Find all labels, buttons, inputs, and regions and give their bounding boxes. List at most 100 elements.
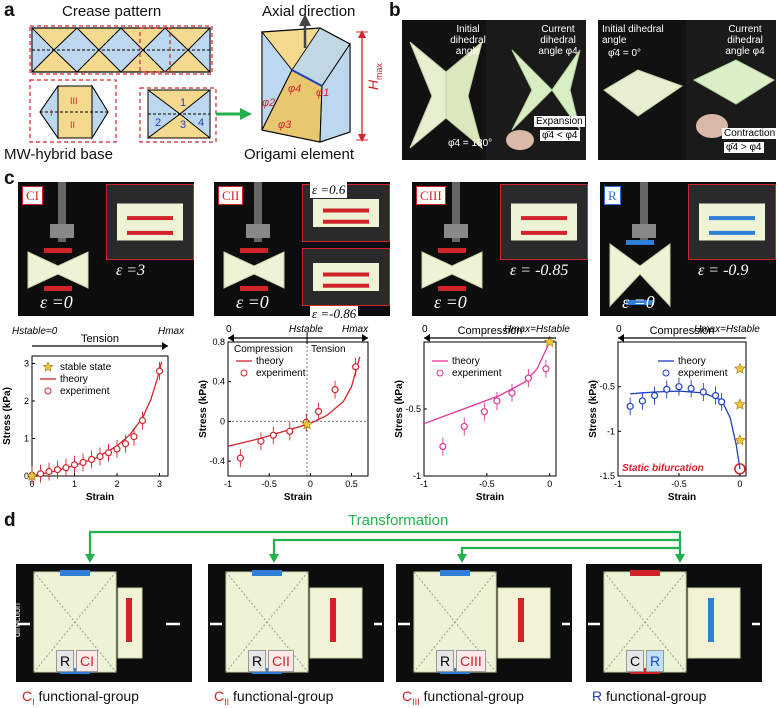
badge-4-1: C <box>626 650 645 672</box>
inset-photo-3-1 <box>500 184 588 260</box>
functional-group-label-4: R functional-group <box>592 688 707 704</box>
legend-marker-1 <box>44 387 52 395</box>
tag-c-4: R <box>604 186 621 205</box>
svg-text:I: I <box>50 108 53 118</box>
xlabel-1: Strain <box>86 492 114 503</box>
legend-marker-3 <box>436 369 444 377</box>
xtick-label-4-1: -0.5 <box>671 479 687 489</box>
theory-line-3 <box>423 341 551 425</box>
photo-d-2 <box>208 564 384 682</box>
data-point-1-7 <box>87 455 96 464</box>
data-point-1-5 <box>70 461 79 469</box>
ylabel-3: Stress (kPa) <box>394 380 405 438</box>
data-point-3-5 <box>524 374 532 382</box>
ytick-label-2-0: -0.4 <box>209 456 225 466</box>
chart-frame-4 <box>617 341 747 477</box>
chart-frame-2 <box>227 341 369 477</box>
data-point-3-2 <box>480 408 488 416</box>
panel-letter-d: d <box>4 510 16 531</box>
tension-arrowhead-2 <box>362 334 368 342</box>
data-point-1-8 <box>96 452 104 461</box>
data-point-2-0 <box>236 454 244 462</box>
epsilon-zero-3: ε =0 <box>434 292 467 312</box>
ytick-label-2-1: 0 <box>220 416 225 426</box>
epsilon-zero-2: ε =0 <box>236 292 269 312</box>
ytick-label-2-2: 0.4 <box>212 377 225 387</box>
ytick-label-4-0: -0.5 <box>599 382 615 392</box>
xtick-label-1-1: 1 <box>72 479 77 489</box>
data-point-4-0 <box>626 402 634 410</box>
mw-hybrid-base: III II I <box>29 79 117 143</box>
data-point-1-4 <box>62 464 70 472</box>
stable-star-3-0 <box>543 335 556 348</box>
fold-zoom: 1 2 3 4 <box>139 87 217 143</box>
ytick-label-1-0: 0 <box>24 471 29 481</box>
inset-epsilon-2-1: ε =0.6 <box>310 182 348 198</box>
legend-label-3-0: theory <box>452 356 480 367</box>
legend-star-1 <box>42 361 54 372</box>
data-point-2-7 <box>352 363 360 371</box>
data-point-1-1 <box>36 470 45 478</box>
crease-pattern-strip <box>29 25 213 75</box>
stable-star-2-0 <box>301 418 314 430</box>
hmax-eq-label-3: Hmax=Hstable <box>504 324 570 335</box>
data-point-1-2 <box>45 467 53 476</box>
crease-pattern-label: Crease pattern <box>62 3 162 20</box>
badge-3-2: CIII <box>456 650 486 672</box>
epsilon-zero-1: ε =0 <box>40 292 73 312</box>
data-point-3-3 <box>493 397 501 405</box>
compression-arrowhead-2 <box>228 334 234 342</box>
inset-epsilon-1-1: ε =3 <box>116 262 146 279</box>
data-point-3-6 <box>542 365 550 373</box>
legend-label-1-0: stable state <box>60 362 112 373</box>
legend-label-3-1: experiment <box>452 368 502 379</box>
zero-label-3: 0 <box>422 324 428 335</box>
ytick-label-3-0: -0.5 <box>405 404 421 414</box>
badge-4-2: R <box>646 650 665 672</box>
chart-frame-3 <box>423 341 557 477</box>
data-point-3-4 <box>508 389 516 397</box>
svg-text:φ1: φ1 <box>316 87 329 99</box>
svg-text:3: 3 <box>180 119 186 131</box>
theory-line-2 <box>227 356 361 447</box>
tension-arrowhead-1 <box>162 342 168 350</box>
compression-label-2: Compression <box>234 344 293 355</box>
functional-group-label-2: CII functional-group <box>214 688 334 707</box>
xtick-label-2-1: -0.5 <box>261 479 277 489</box>
compression-arrowhead-3 <box>424 334 430 342</box>
data-point-2-3 <box>286 427 294 435</box>
svg-text:φ4: φ4 <box>288 83 301 95</box>
legend-marker-4 <box>662 369 670 377</box>
svg-text:φ3: φ3 <box>278 119 292 131</box>
photo-d-4 <box>586 564 762 682</box>
chart-frame-1 <box>31 355 169 477</box>
panel-letter-b: b <box>389 0 401 21</box>
data-point-4-6 <box>699 388 707 396</box>
compression-arrowhead-4 <box>618 334 624 342</box>
data-point-2-1 <box>257 437 265 445</box>
data-point-4-8 <box>718 398 726 406</box>
svg-text:4: 4 <box>198 117 204 129</box>
photo-d-1 <box>16 564 192 682</box>
legend-label-1-2: experiment <box>60 386 110 397</box>
xtick-label-2-0: -1 <box>224 479 232 489</box>
xtick-label-3-2: 0 <box>547 479 552 489</box>
panel-a-diagram: III II I 1 2 3 4 φ2 φ3 φ4 φ1 H max <box>29 14 384 143</box>
functional-group-label-3: CIII functional-group <box>402 688 524 707</box>
data-point-4-1 <box>638 397 646 405</box>
svg-text:φ2: φ2 <box>262 97 275 109</box>
ytick-label-1-1: 1 <box>24 434 29 444</box>
xtick-label-4-2: 0 <box>737 479 742 489</box>
origami-element-3d: φ2 φ3 φ4 φ1 <box>261 27 351 143</box>
tag-c-1: CI <box>22 186 43 205</box>
svg-text:2: 2 <box>155 117 161 129</box>
ytick-label-4-1: -1 <box>607 426 615 436</box>
hmax-label-1: Hmax <box>158 326 185 337</box>
svg-text:max: max <box>374 62 384 80</box>
inset-photo-4-1 <box>688 184 776 260</box>
data-point-1-10 <box>113 445 121 453</box>
bifurcation-circle <box>734 463 746 475</box>
xtick-label-2-2: 0 <box>308 479 313 489</box>
badge-2-2: CII <box>268 650 294 672</box>
panel-c-charts: 01230123StrainStress (kPa)stable stateth… <box>2 324 760 503</box>
